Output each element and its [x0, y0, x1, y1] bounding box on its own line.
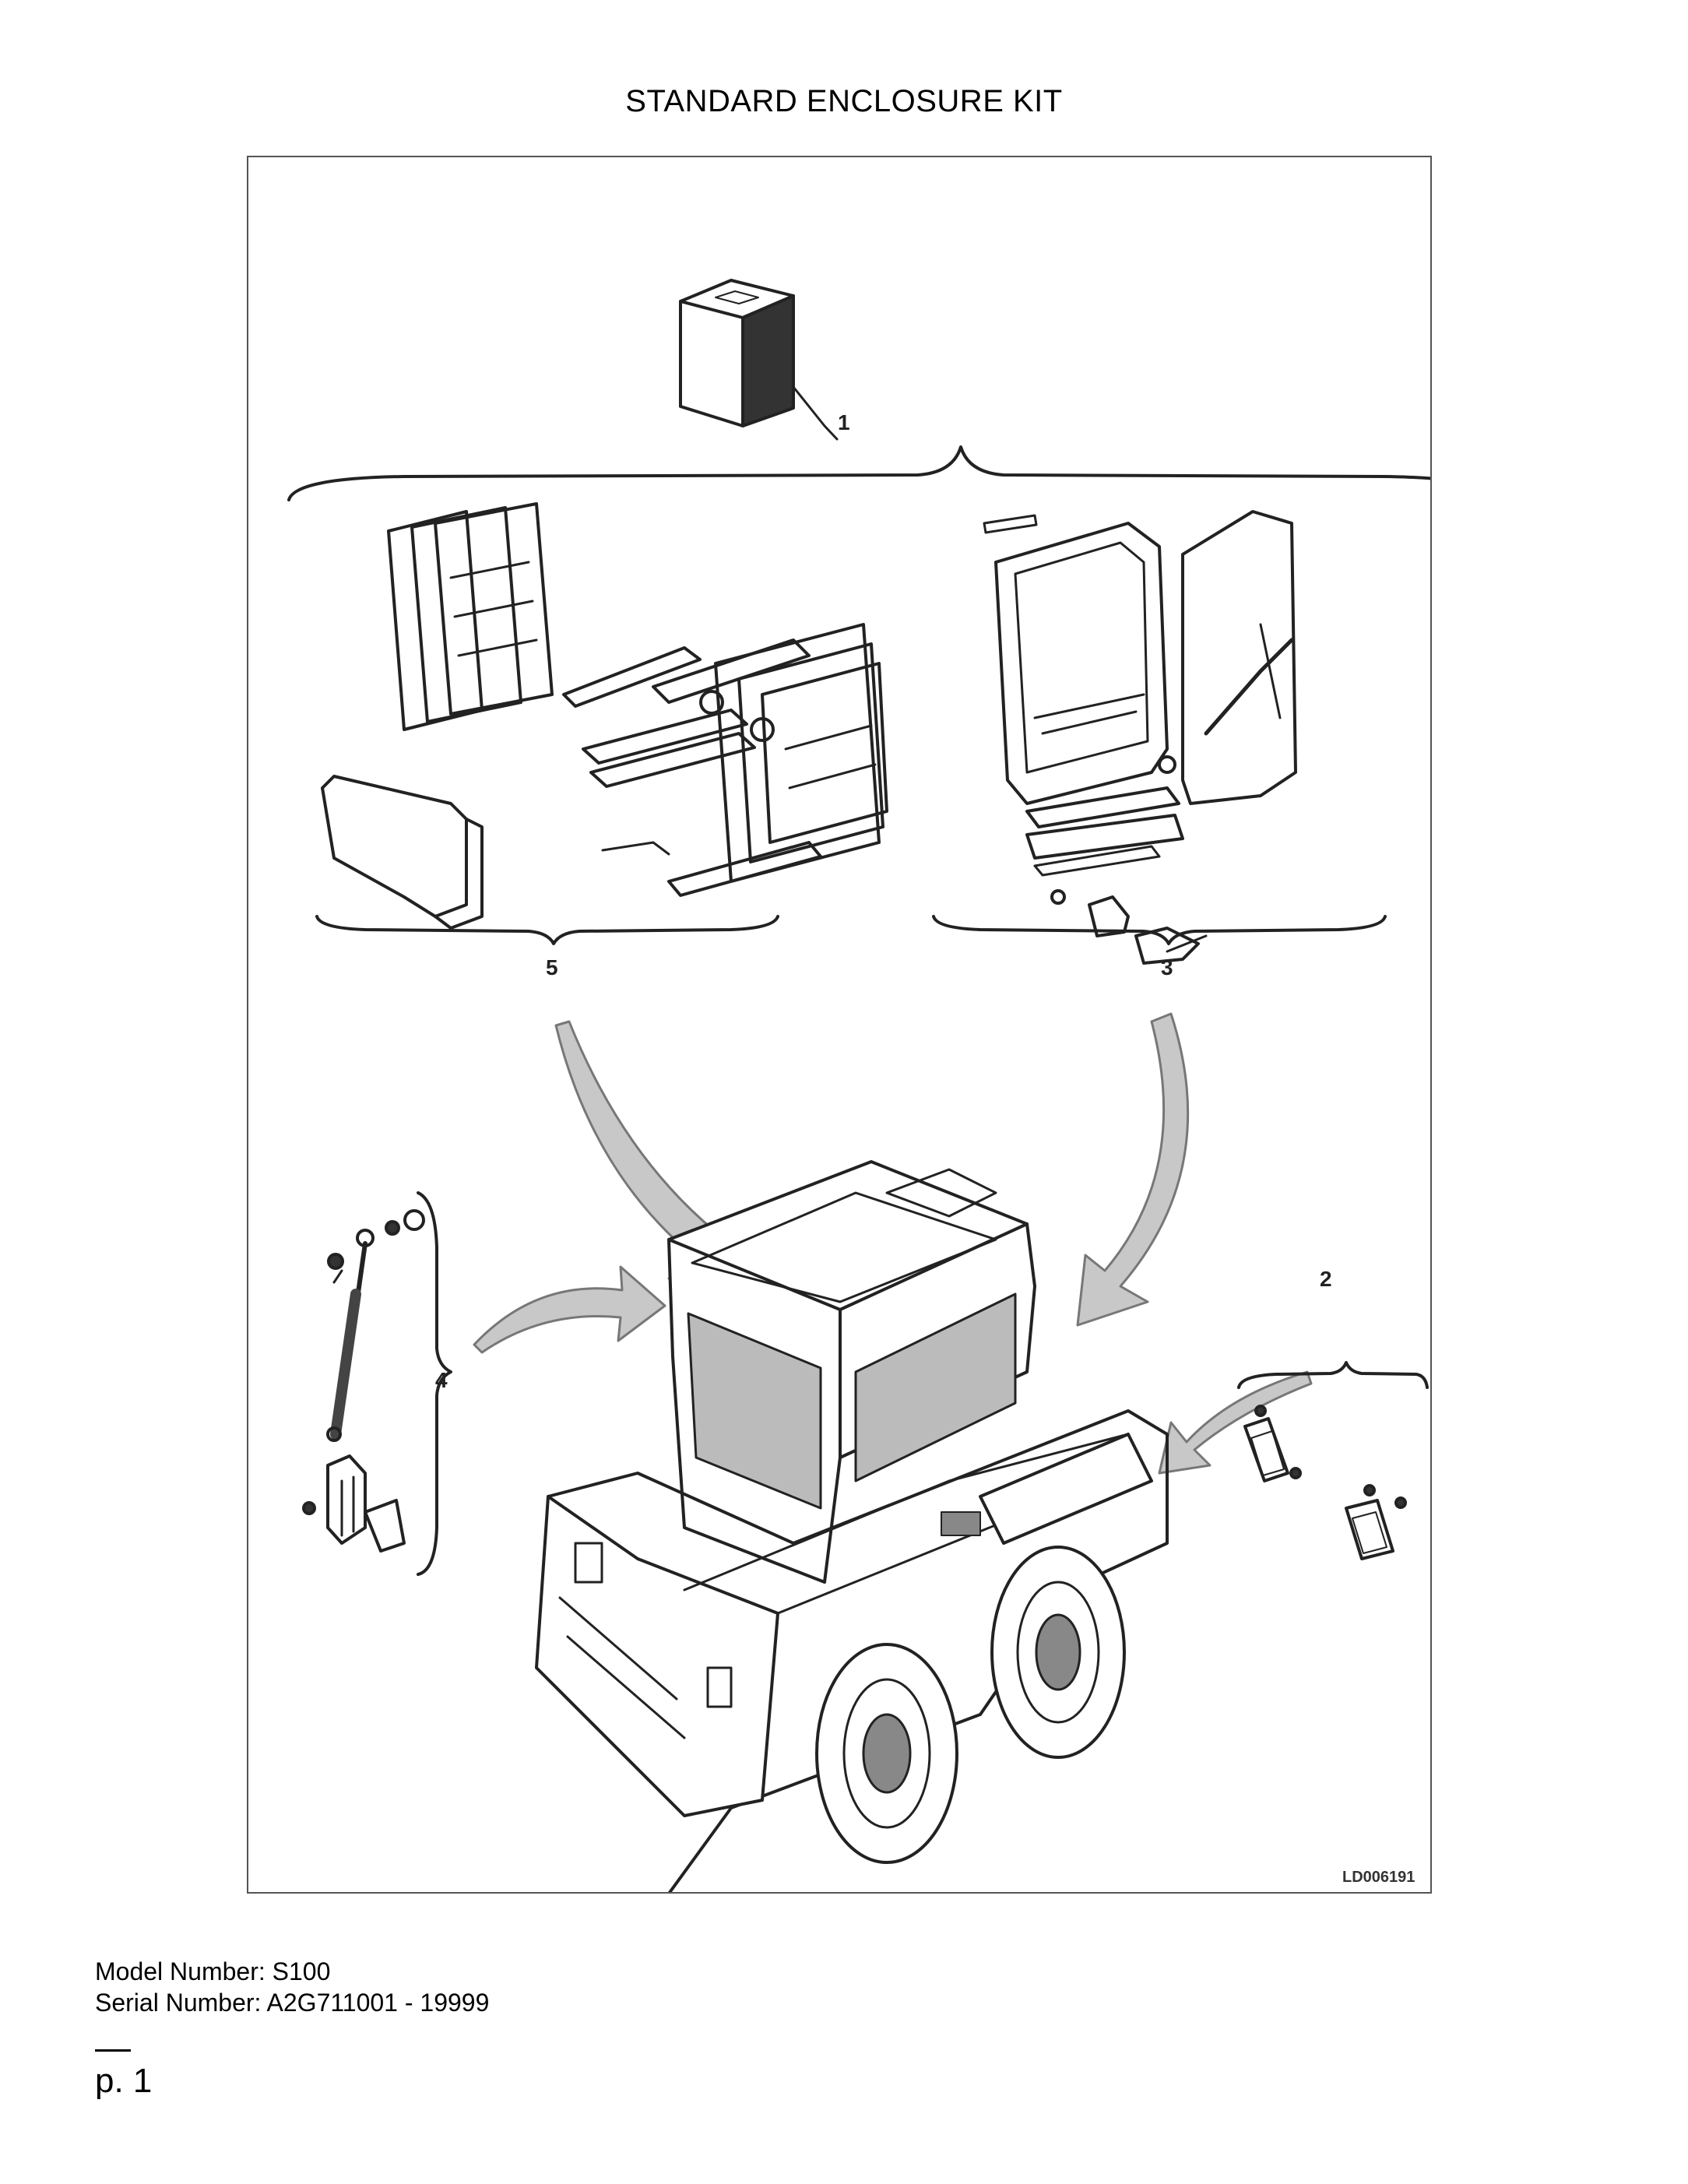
brace-item-2 — [1237, 1361, 1429, 1389]
arrow-item-4 — [473, 1265, 666, 1354]
exploded-parts-diagram: 1 2 3 4 5 LD006191 — [287, 279, 1430, 1892]
arrow-item-3 — [1076, 1012, 1190, 1327]
brace-item-5 — [315, 915, 779, 945]
figure-reference-id: LD006191 — [1342, 1869, 1415, 1886]
arrow-item-2 — [1158, 1370, 1313, 1475]
item-5-window-panels — [321, 502, 888, 930]
model-number: Model Number: S100 — [95, 1957, 331, 1985]
callout-4: 4 — [435, 1368, 448, 1392]
page-number: p. 1 — [95, 2062, 153, 2100]
item-3-door-assembly — [983, 510, 1297, 965]
callout-3: 3 — [1161, 955, 1173, 979]
callout-2: 2 — [1320, 1267, 1332, 1291]
parts-diagram-frame: 1 2 3 4 5 LD006191 — [247, 156, 1432, 1894]
brace-item-1 — [287, 445, 1430, 501]
brace-item-3 — [932, 915, 1387, 945]
page-number-rule — [95, 2049, 131, 2052]
serial-number: Serial Number: A2G711001 - 19999 — [95, 1989, 490, 2017]
item-2-lights — [1243, 1405, 1407, 1560]
page-title: STANDARD ENCLOSURE KIT — [625, 84, 1063, 118]
kit-box-illustration — [679, 279, 839, 441]
item-4-gas-strut — [302, 1209, 425, 1553]
brace-item-4 — [417, 1191, 452, 1576]
callout-5: 5 — [546, 955, 558, 979]
callout-1: 1 — [838, 410, 850, 434]
skid-steer-loader-illustration — [535, 1160, 1169, 1892]
